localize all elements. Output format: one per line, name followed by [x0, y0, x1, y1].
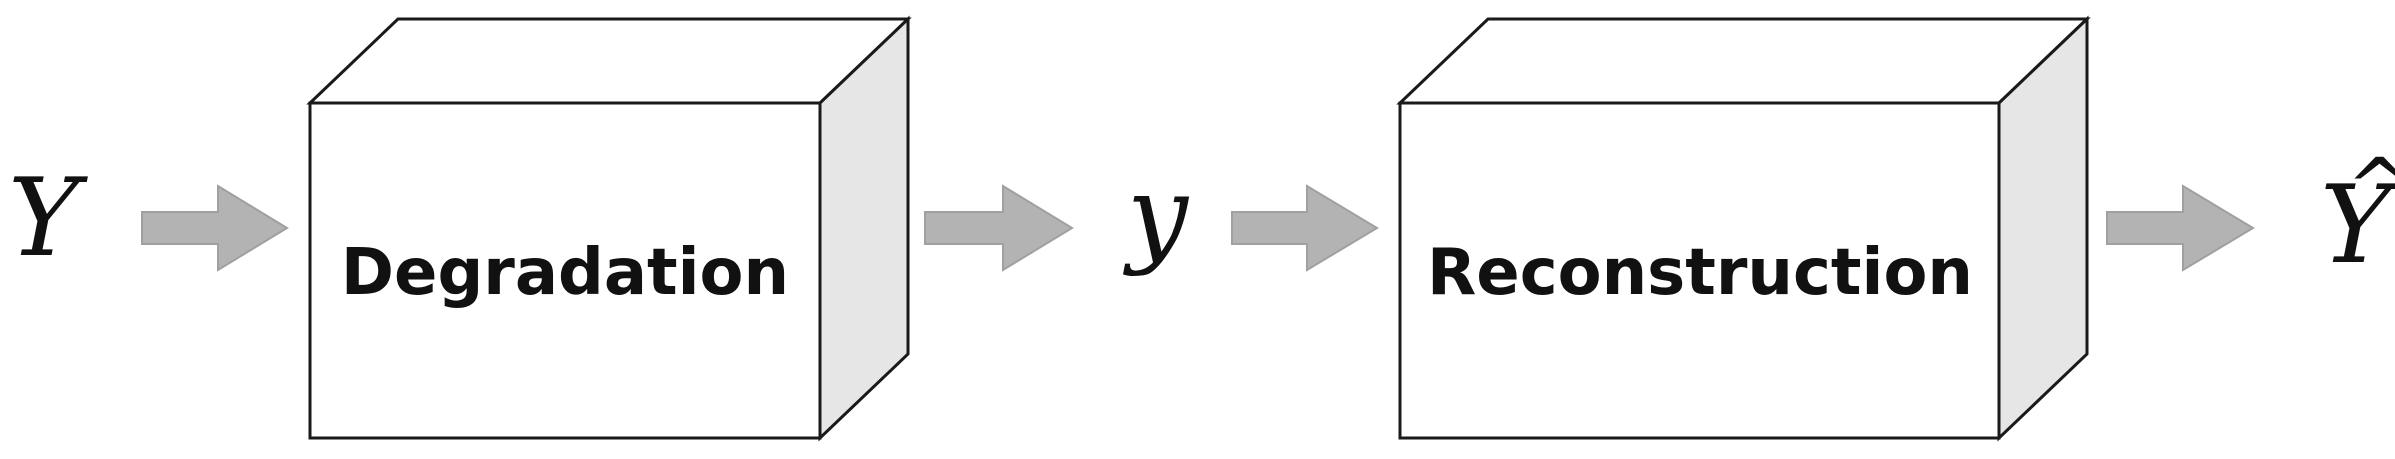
intermediate-variable-label: y [1122, 153, 1190, 278]
reconstruction-box-front [1398, 101, 2001, 440]
output-variable-label: Y [2320, 163, 2395, 288]
arrow-reconstruction-to-output [2106, 184, 2255, 272]
degradation-box: Degradation [306, 15, 912, 442]
output-variable: Y ^ [2320, 141, 2395, 288]
degradation-label: Degradation [341, 236, 789, 310]
arrow-input-to-degradation [141, 184, 289, 272]
output-hat-accent: ^ [2346, 141, 2395, 234]
arrow-degradation-to-y [924, 184, 1074, 272]
reconstruction-box-top [1396, 17, 2091, 105]
arrow-y-to-reconstruction [1231, 184, 1379, 272]
reconstruction-box: Reconstruction [1396, 15, 2091, 442]
degradation-box-front [308, 101, 822, 440]
reconstruction-label: Reconstruction [1427, 236, 1973, 310]
input-variable-label: Y [8, 156, 88, 281]
degradation-box-top [306, 17, 912, 105]
